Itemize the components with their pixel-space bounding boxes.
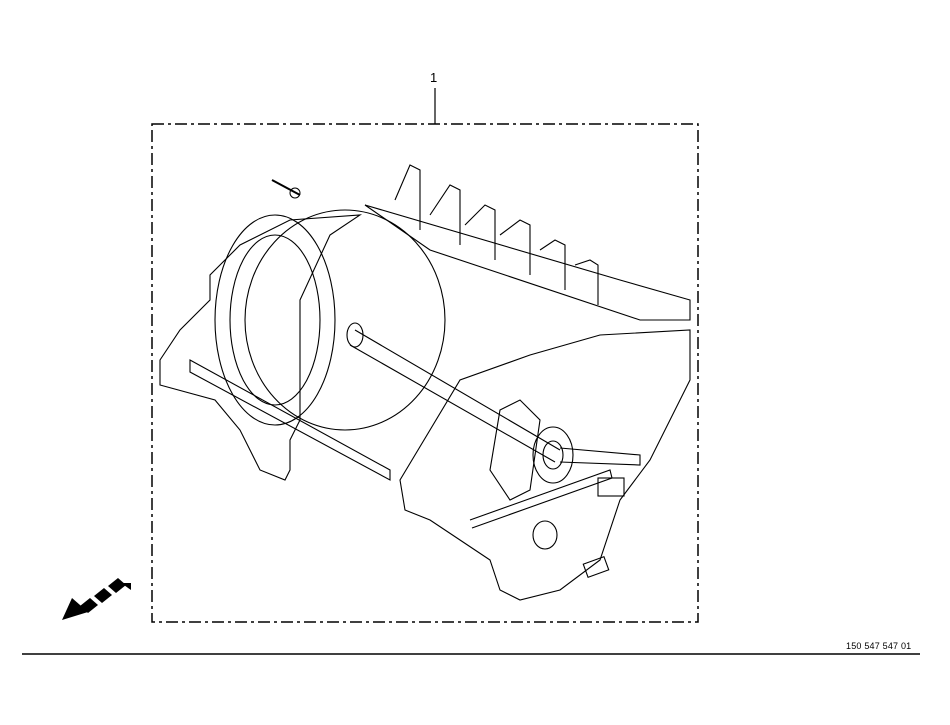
assembly-boundary xyxy=(151,123,699,623)
document-number: 150 547 547 01 xyxy=(846,641,912,651)
tine-brackets xyxy=(394,164,599,305)
left-wheel xyxy=(214,214,336,426)
dashed-arrow-down-left-icon xyxy=(62,578,131,620)
left-side-plate xyxy=(159,214,363,481)
drive-shaft xyxy=(559,447,641,466)
top-beam xyxy=(364,204,691,321)
front-bar xyxy=(189,359,391,481)
left-hub xyxy=(346,322,364,348)
gearbox xyxy=(489,399,541,501)
splined-end xyxy=(597,477,625,497)
sensor-bracket xyxy=(271,179,301,196)
left-disc xyxy=(244,209,446,431)
callout-label: 1 xyxy=(430,70,438,85)
lower-bracket xyxy=(469,469,613,529)
main-shaft xyxy=(349,329,561,463)
rotor-assembly-drawing xyxy=(159,164,691,601)
bearing-hub xyxy=(532,426,574,484)
right-side-plate xyxy=(399,329,691,601)
